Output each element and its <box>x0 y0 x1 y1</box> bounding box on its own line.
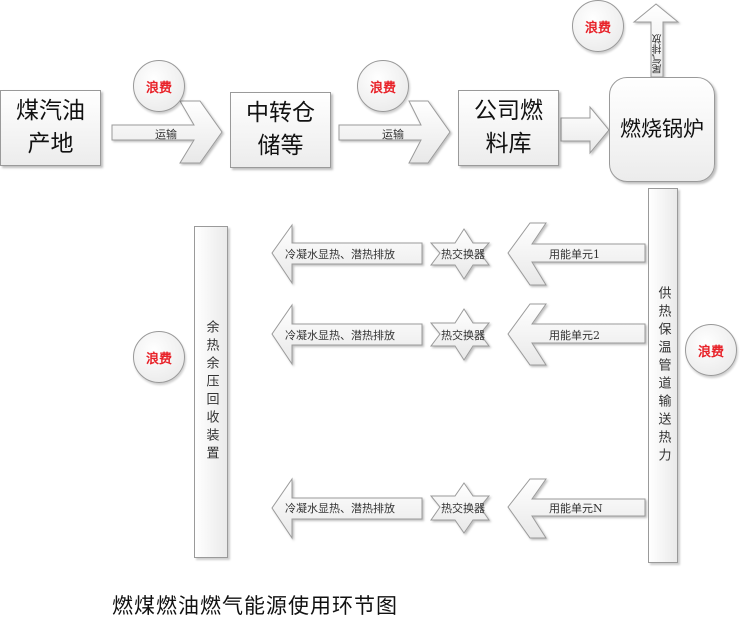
node-source: 煤汽油产地 <box>0 90 101 166</box>
waste-label: 浪费 <box>584 20 611 36</box>
waste-badge-transport-1: 浪费 <box>133 60 185 112</box>
heat-exchanger-star-1 <box>429 228 491 280</box>
unit-label-1: 用能单元1 <box>549 248 600 261</box>
condensate-arrow-2 <box>271 303 423 366</box>
pipeline-label: 供热保温管道输送热力 <box>655 285 671 466</box>
heat-exchanger-label-n: 热交换器 <box>441 502 485 515</box>
unit-arrow-2 <box>507 303 646 366</box>
recovery-device-label: 余热余压回收装置 <box>203 320 219 464</box>
unit-label-n: 用能单元N <box>549 502 603 515</box>
heat-exchanger-star-2 <box>429 308 491 361</box>
transport-label-2: 运输 <box>382 128 404 141</box>
exhaust-label: 尾气排放 <box>653 34 664 74</box>
transport-label-1: 运输 <box>155 128 177 141</box>
node-company-store-line-2: 料库 <box>485 131 532 157</box>
unit-row-1 <box>271 222 646 286</box>
waste-label: 浪费 <box>145 351 172 367</box>
node-boiler-label: 燃烧锅炉 <box>620 117 704 142</box>
heat-exchanger-label-1: 热交换器 <box>441 248 485 261</box>
waste-label: 浪费 <box>145 80 172 96</box>
node-boiler: 燃烧锅炉 <box>609 77 715 182</box>
node-transfer-line-1: 中转仓 <box>246 99 315 126</box>
waste-badge-exhaust: 浪费 <box>572 0 624 52</box>
condensate-label-n: 冷凝水显热、潜热排放 <box>285 502 395 515</box>
node-company-store: 公司燃料库 <box>458 90 559 166</box>
pipeline-bar: 供热保温管道输送热力 <box>648 188 678 563</box>
diagram-title: 燃煤燃油燃气能源使用环节图 <box>112 594 398 618</box>
condensate-arrow-1 <box>271 223 423 285</box>
heat-exchanger-star-n <box>429 482 491 534</box>
unit-arrow-n <box>507 478 646 539</box>
condensate-label-1: 冷凝水显热、潜热排放 <box>285 248 395 261</box>
waste-badge-recovery: 浪费 <box>133 331 185 383</box>
node-transfer-line-2: 储等 <box>257 133 304 159</box>
node-source-line-1: 煤汽油 <box>16 97 85 124</box>
node-transfer: 中转仓储等 <box>230 92 331 168</box>
unit-row-2 <box>271 303 646 366</box>
unit-label-2: 用能单元2 <box>549 329 600 342</box>
transport-arrow-2 <box>338 100 451 164</box>
recovery-device-bar: 余热余压回收装置 <box>194 226 228 558</box>
waste-label: 浪费 <box>369 80 396 96</box>
condensate-label-2: 冷凝水显热、潜热排放 <box>285 329 395 342</box>
condensate-arrow-n <box>271 477 423 540</box>
waste-badge-transport-2: 浪费 <box>357 60 409 112</box>
node-source-line-2: 产地 <box>27 131 74 157</box>
node-company-store-line-1: 公司燃 <box>474 97 543 124</box>
exhaust-arrow <box>632 3 680 78</box>
transport-arrow-1 <box>111 100 223 164</box>
waste-label: 浪费 <box>697 344 724 360</box>
heat-exchanger-label-2: 热交换器 <box>441 329 485 342</box>
supply-arrow <box>560 105 610 155</box>
unit-arrow-1 <box>507 222 646 286</box>
waste-badge-pipeline: 浪费 <box>685 324 737 376</box>
unit-row-n <box>271 477 646 540</box>
